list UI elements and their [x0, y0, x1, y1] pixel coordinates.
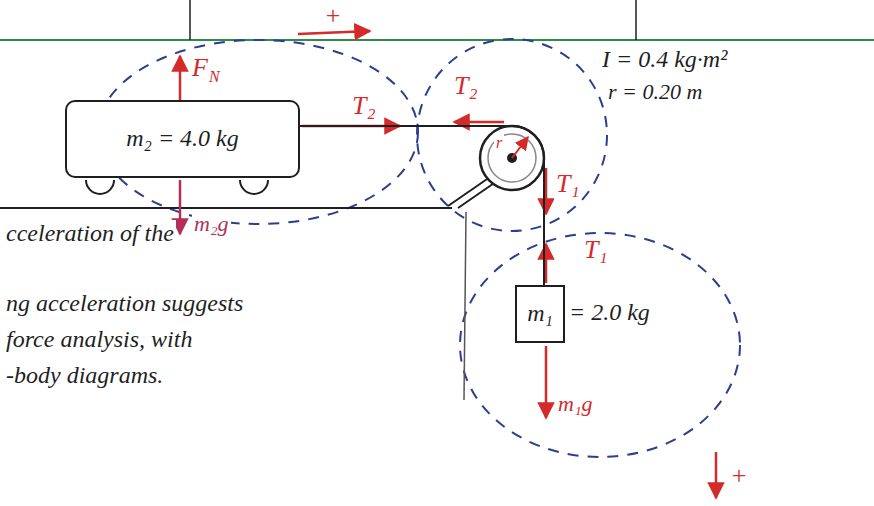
- mass-value: = 2.0 kg: [569, 299, 650, 327]
- mass-symbol: m₁: [527, 300, 553, 328]
- free-body-region: [460, 233, 740, 457]
- radius-arrow: [512, 137, 528, 158]
- weight-arrow: [545, 346, 548, 418]
- free-body-region: [417, 39, 607, 231]
- radius-value: r = 0.20 m: [606, 80, 704, 104]
- radius-label: r: [494, 134, 504, 152]
- table-divider: [189, 0, 191, 40]
- table-side: [464, 212, 466, 400]
- tension-label: T₂: [350, 92, 378, 121]
- note-text: -body diagrams.: [4, 362, 165, 388]
- tension-label: T₁: [582, 236, 610, 265]
- normal-force-arrow: [179, 56, 182, 100]
- tension-arrow: [454, 121, 504, 124]
- weight-label: m₂g: [192, 212, 231, 236]
- positive-direction-arrow: [715, 452, 718, 498]
- tension-arrow: [545, 244, 548, 283]
- cart-wheel: [86, 180, 114, 194]
- weight-label: m₁g: [556, 392, 595, 416]
- tension-label: T₁: [554, 170, 582, 199]
- positive-direction-arrow: [298, 31, 370, 34]
- sign-convention: +: [322, 2, 344, 31]
- mass-label: m₂ = 4.0 kg: [126, 125, 239, 153]
- note-text: force analysis, with: [4, 326, 194, 352]
- tension-label: T₂: [452, 72, 480, 101]
- pulley-groove: [488, 134, 536, 182]
- cart-body: m₂ = 4.0 kg: [65, 100, 300, 178]
- cart-wheel: [240, 180, 268, 194]
- sign-convention: +: [728, 462, 750, 491]
- inertia-value: I = 0.4 kg·m²: [600, 46, 729, 72]
- note-text: ng acceleration suggests: [4, 290, 245, 316]
- hanging-mass: m₁= 2.0 kg: [515, 285, 565, 343]
- tension-arrow: [545, 168, 548, 214]
- table-divider: [635, 0, 637, 40]
- weight-arrow: [179, 180, 182, 234]
- note-text: cceleration of the: [4, 220, 176, 246]
- table-top: [0, 207, 452, 209]
- force-subscript: N: [207, 68, 222, 86]
- string-connector: [300, 126, 544, 285]
- page-rule: [0, 39, 874, 41]
